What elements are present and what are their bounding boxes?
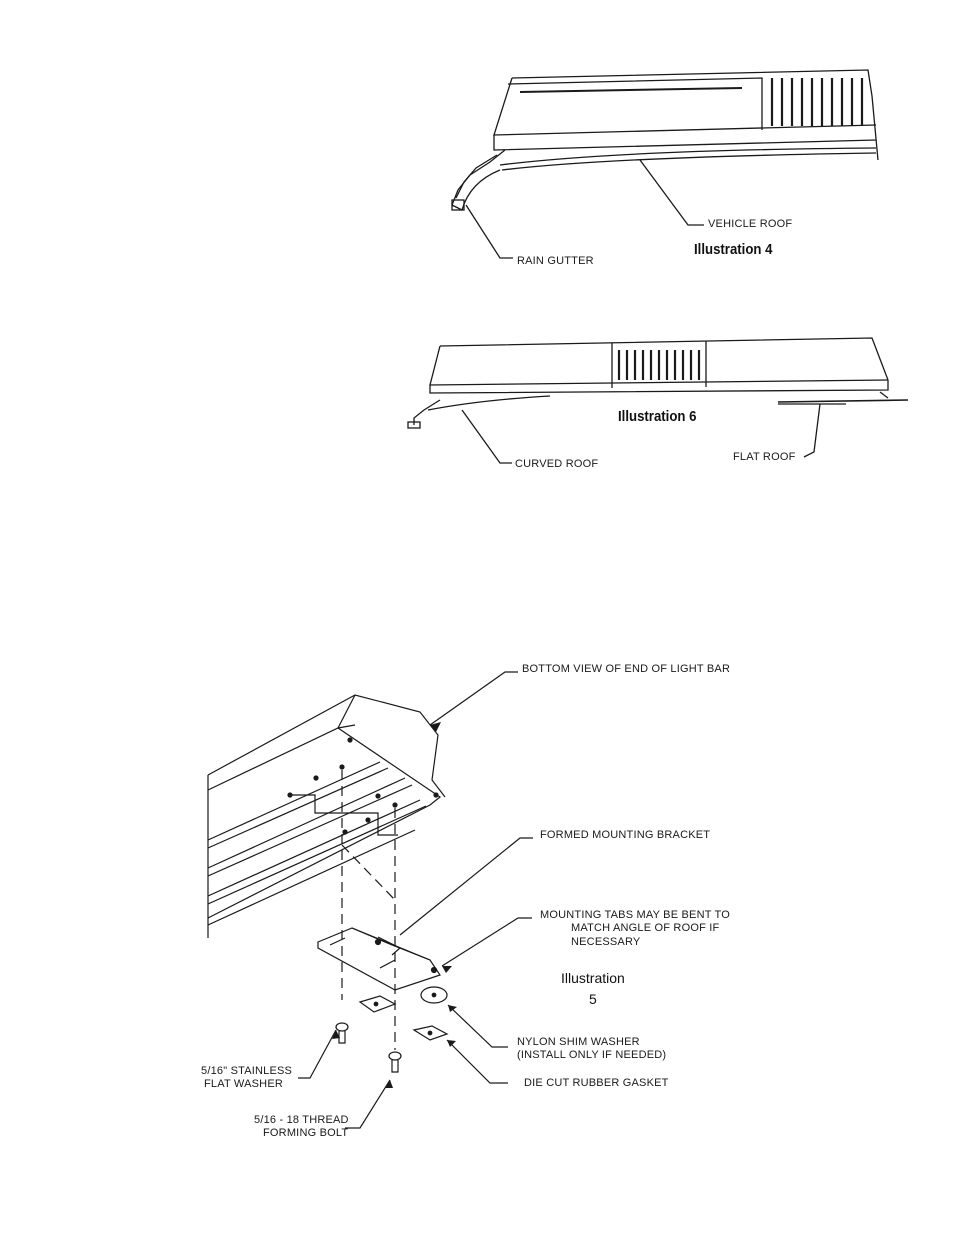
vehicle-roof-label: VEHICLE ROOF [708,218,793,230]
illustration-4-title: Illustration 4 [694,241,773,258]
flat-washer-label-line2: FLAT WASHER [204,1078,284,1090]
formed-bracket-label: FORMED MOUNTING BRACKET [540,829,711,841]
mounting-tabs-label-line2: MATCH ANGLE OF ROOF IF [571,922,720,934]
flat-washer-label-line1: 5/16" STAINLESS [201,1065,293,1077]
forming-bolt-label-line2: FORMING BOLT [263,1127,349,1139]
curved-roof-label: CURVED ROOF [515,458,599,470]
rubber-gasket-label: DIE CUT RUBBER GASKET [524,1077,669,1089]
illustration-5-title-line1: Illustration [561,970,625,986]
illustration-6-title: Illustration 6 [618,408,697,425]
mounting-tabs-label-line3: NECESSARY [571,936,641,948]
flat-roof-label: FLAT ROOF [733,451,796,463]
bottom-view-label: BOTTOM VIEW OF END OF LIGHT BAR [522,663,731,675]
mounting-tabs-label-line1: MOUNTING TABS MAY BE BENT TO [540,909,730,921]
forming-bolt-label-line1: 5/16 - 18 THREAD [254,1114,349,1126]
rain-gutter-label: RAIN GUTTER [517,255,594,267]
illustration-5-title-line2: 5 [589,991,597,1007]
nylon-shim-washer-label: NYLON SHIM WASHER [517,1036,640,1048]
nylon-shim-washer-note: (INSTALL ONLY IF NEEDED) [517,1049,667,1061]
